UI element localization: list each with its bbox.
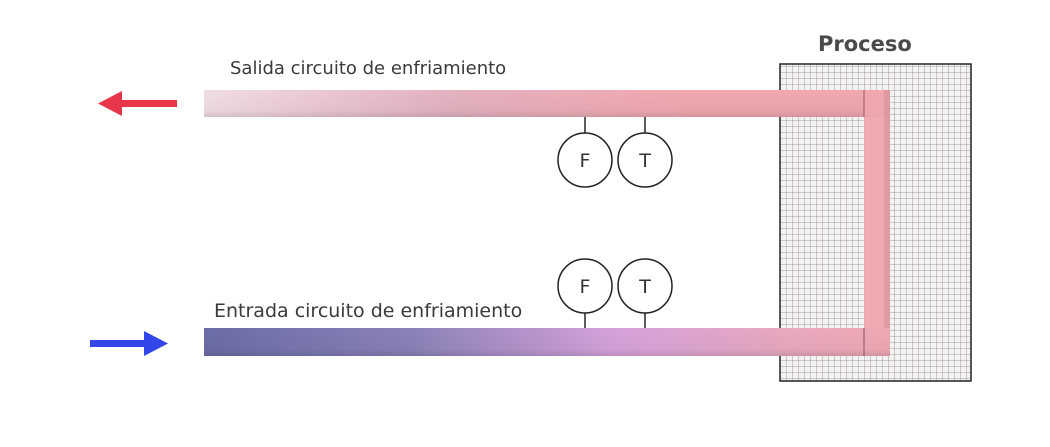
outlet-temperature-letter: T — [638, 150, 651, 172]
inlet-flow-gauge: F — [557, 258, 613, 328]
outlet-flow-letter: F — [580, 150, 591, 172]
process-riser-pipe — [864, 90, 890, 356]
inlet-temperature-gauge: T — [617, 258, 673, 328]
outlet-arrow-icon — [98, 91, 177, 116]
inlet-arrow-icon — [90, 331, 168, 356]
inlet-label: Entrada circuito de enfriamiento — [214, 300, 523, 322]
inlet-temperature-letter: T — [638, 276, 651, 298]
inlet-flow-letter: F — [580, 276, 591, 298]
process-title: Proceso — [818, 32, 912, 56]
outlet-label: Salida circuito de enfriamiento — [230, 58, 507, 79]
outlet-temperature-gauge: T — [617, 117, 673, 188]
outlet-flow-gauge: F — [557, 117, 613, 188]
